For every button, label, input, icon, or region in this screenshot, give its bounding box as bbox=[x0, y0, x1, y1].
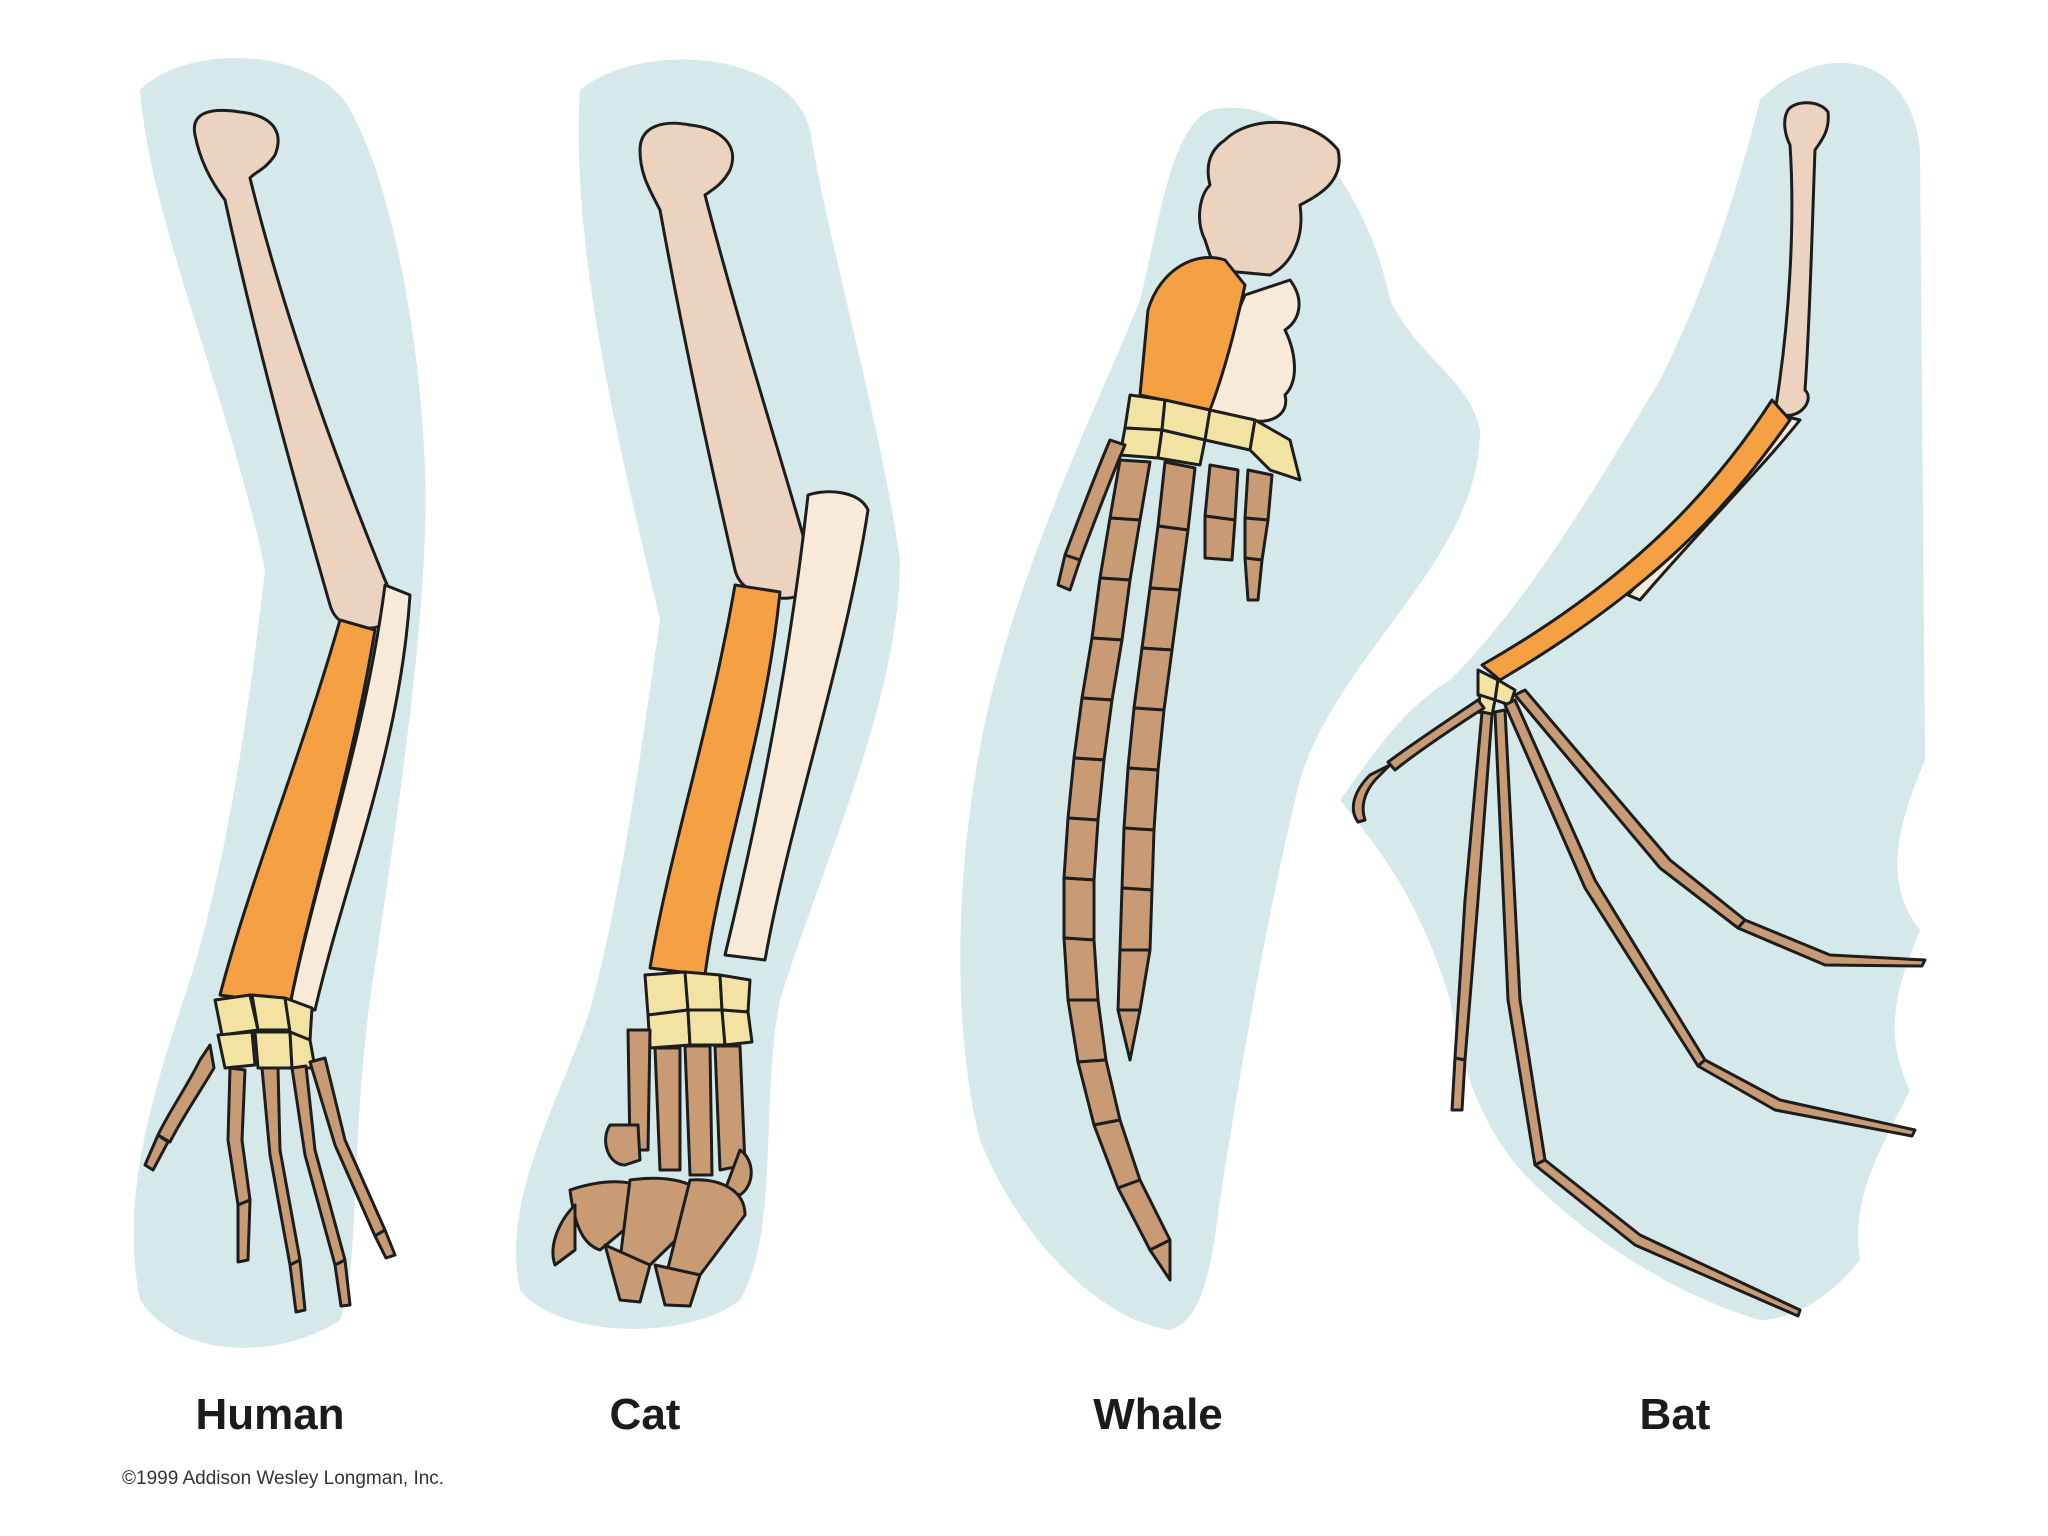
cat-leg bbox=[516, 59, 900, 1329]
whale-carpals bbox=[1118, 393, 1302, 482]
copyright-notice: ©1999 Addison Wesley Longman, Inc. bbox=[122, 1468, 445, 1489]
whale-radius bbox=[1138, 255, 1247, 412]
label-whale: Whale bbox=[1093, 1390, 1223, 1439]
label-cat: Cat bbox=[609, 1390, 681, 1439]
whale-flipper bbox=[960, 107, 1480, 1330]
human-arm bbox=[133, 57, 426, 1348]
human-humerus bbox=[192, 108, 394, 630]
human-silhouette bbox=[133, 57, 426, 1348]
whale-humerus bbox=[1198, 120, 1341, 277]
label-human: Human bbox=[195, 1390, 345, 1439]
cat-silhouette bbox=[516, 59, 900, 1329]
bat-radius bbox=[1480, 398, 1792, 682]
human-ulna bbox=[288, 583, 412, 1012]
label-bat: Bat bbox=[1639, 1390, 1711, 1439]
bat-wing bbox=[1340, 62, 1927, 1320]
human-carpals bbox=[213, 993, 317, 1070]
cat-digits bbox=[551, 1028, 753, 1308]
bat-silhouette bbox=[1340, 62, 1925, 1320]
whale-ulna bbox=[1206, 278, 1301, 423]
bat-digits bbox=[1351, 688, 1927, 1318]
whale-digits bbox=[1056, 438, 1274, 1282]
bat-humerus bbox=[1773, 101, 1830, 417]
human-digits bbox=[143, 1043, 397, 1314]
cat-carpals bbox=[643, 970, 754, 1050]
cat-ulna bbox=[723, 490, 870, 962]
